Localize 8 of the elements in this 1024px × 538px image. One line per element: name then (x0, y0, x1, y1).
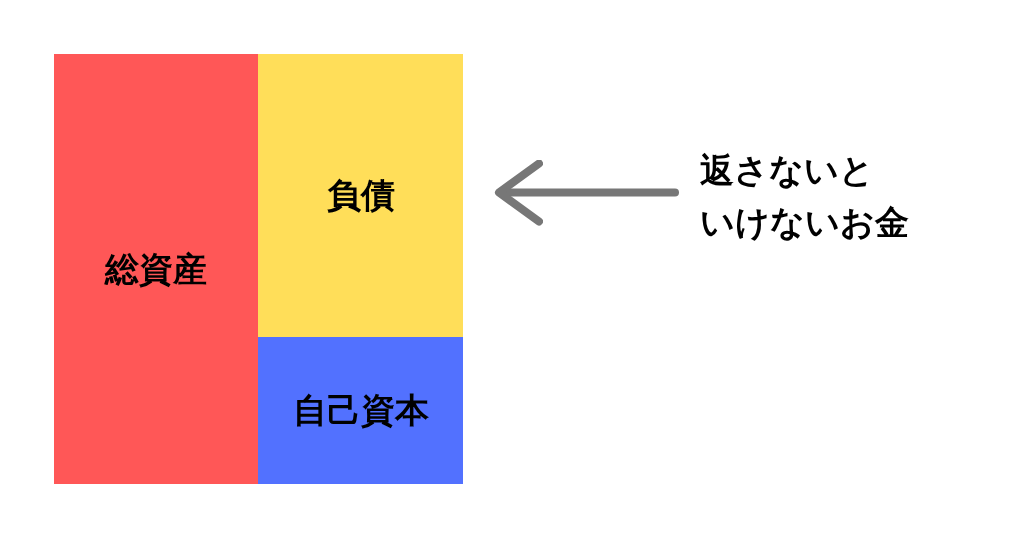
equity-block (258, 337, 463, 484)
block-label: 総資産 (105, 248, 207, 290)
liabilities-block (258, 54, 463, 337)
block-label: 自己資本 (292, 390, 429, 431)
note-text: 返さないといけないお金 (700, 144, 918, 248)
arrow (495, 159, 679, 226)
total-assets-block (54, 54, 258, 484)
block-label: 負債 (326, 175, 395, 216)
